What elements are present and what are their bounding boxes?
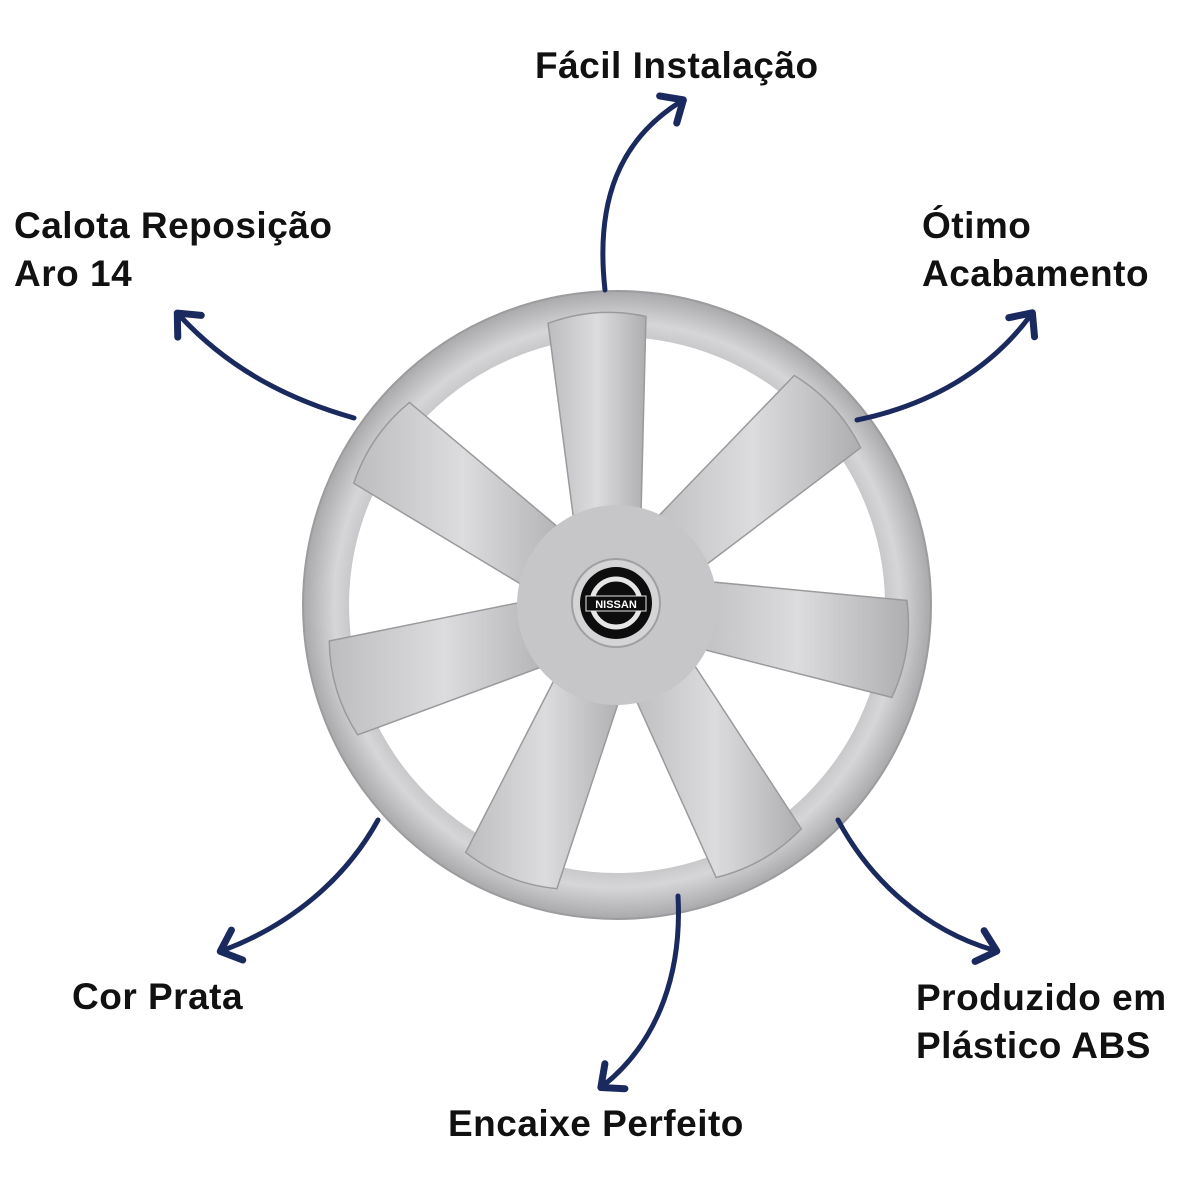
hubcap-spoke [627, 647, 803, 879]
hubcap-spoke [547, 311, 647, 538]
feature-replacement: Calota Reposição Aro 14 [14, 202, 332, 298]
hubcap: NISSAN [302, 290, 932, 920]
feature-replacement-line2: Aro 14 [14, 253, 133, 294]
feature-material: Produzido em Plástico ABS [916, 974, 1167, 1070]
svg-text:NISSAN: NISSAN [595, 599, 637, 611]
arrow-install [600, 92, 687, 293]
arrow-finish [854, 309, 1039, 423]
feature-material-line2: Plástico ABS [916, 1025, 1151, 1066]
feature-install: Fácil Instalação [535, 42, 819, 90]
feature-color-text: Cor Prata [72, 976, 244, 1017]
feature-finish: Ótimo Acabamento [922, 202, 1149, 298]
feature-material-line1: Produzido em [916, 977, 1167, 1018]
hubcap-spoke [685, 579, 910, 699]
arrow-material [835, 817, 1001, 965]
feature-replacement-line1: Calota Reposição [14, 205, 333, 246]
feature-finish-line2: Acabamento [922, 253, 1150, 294]
arrow-replacement [173, 309, 357, 421]
hubcap-spoke [643, 374, 862, 577]
nissan-logo: NISSAN [571, 558, 661, 648]
feature-install-text: Fácil Instalação [535, 45, 819, 86]
arrow-fit [597, 893, 681, 1093]
hubcap-spoke [352, 401, 573, 596]
feature-fit: Encaixe Perfeito [448, 1100, 744, 1148]
feature-finish-line1: Ótimo [922, 205, 1032, 246]
feature-color: Cor Prata [72, 973, 243, 1021]
hubcap-spoke [464, 662, 626, 890]
hubcap-spokes [328, 311, 910, 890]
feature-fit-text: Encaixe Perfeito [448, 1103, 744, 1144]
arrow-color [216, 817, 381, 964]
hubcap-spoke [328, 598, 561, 736]
